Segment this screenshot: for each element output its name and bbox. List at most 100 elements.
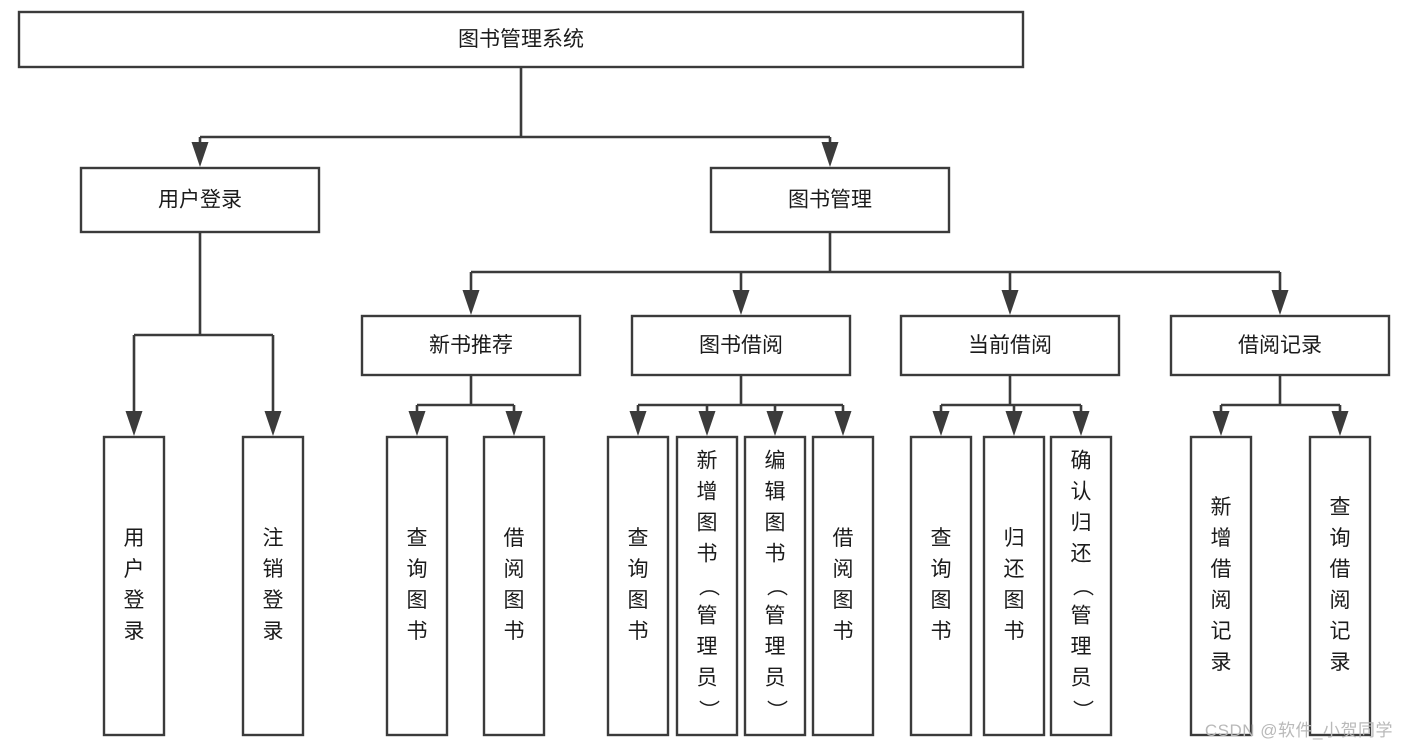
node-label-char: 员 <box>765 667 786 690</box>
node-book-management[interactable]: 图书管理 <box>709 166 951 234</box>
node-label-char: 查 <box>407 527 428 550</box>
node-label-char: ） <box>696 700 719 721</box>
node-box-leaf-add-borrow-record[interactable] <box>1189 435 1253 737</box>
node-label-char: 记 <box>1330 620 1351 643</box>
node-label-char: 书 <box>1004 620 1025 643</box>
node-box-borrow-record[interactable] <box>1169 314 1391 377</box>
watermark-label: CSDN @软件_小贺同学 <box>1204 721 1393 740</box>
edge-group-book-borrow <box>629 375 852 436</box>
node-label-char: 图 <box>833 589 854 612</box>
node-label-char: 查 <box>1330 496 1351 519</box>
node-label-char: （ <box>696 576 719 597</box>
edge-arrowhead <box>1271 290 1289 315</box>
node-box-leaf-query-book-current[interactable] <box>909 435 973 737</box>
node-box-leaf-borrow-book-rec[interactable] <box>482 435 546 737</box>
node-leaf-user-login[interactable]: 用户登录用户登录 <box>92 435 176 737</box>
edge-arrowhead <box>766 411 784 436</box>
node-label-char: 记 <box>1211 620 1232 643</box>
node-box-leaf-edit-book-admin[interactable] <box>743 435 807 737</box>
edge-group-root <box>191 67 839 167</box>
node-box-leaf-user-login[interactable] <box>102 435 166 737</box>
node-root[interactable]: 图书管理系统 <box>17 10 1025 69</box>
node-label-char: 增 <box>697 481 718 504</box>
node-box-book-borrow[interactable] <box>630 314 852 377</box>
edge-arrowhead <box>505 411 523 436</box>
node-label-char: 书 <box>931 620 952 643</box>
node-label-char: 书 <box>765 543 786 566</box>
node-current-borrow[interactable]: 当前借阅 <box>899 314 1121 377</box>
node-new-book-recommend[interactable]: 新书推荐 <box>360 314 582 377</box>
node-leaf-query-borrow-record[interactable]: 查询借阅记录查询借阅记录 <box>1277 435 1403 737</box>
node-box-leaf-confirm-return-admin[interactable] <box>1049 435 1113 737</box>
edge-group-current-borrow <box>932 375 1090 436</box>
node-label-char: 还 <box>1071 543 1092 566</box>
node-label-char: 书 <box>697 543 718 566</box>
node-label-char: 归 <box>1004 527 1025 550</box>
node-label-char: 管 <box>1071 605 1092 628</box>
node-box-leaf-query-book-rec[interactable] <box>385 435 449 737</box>
node-label-char: 阅 <box>504 558 525 581</box>
node-box-new-book-recommend[interactable] <box>360 314 582 377</box>
edge-group-user-login <box>125 232 282 436</box>
nodes-layer: 图书管理系统用户登录图书管理新书推荐图书借阅当前借阅借阅记录用户登录用户登录注销… <box>17 10 1403 737</box>
node-label-char: 理 <box>1071 636 1092 659</box>
node-box-leaf-query-borrow-record[interactable] <box>1308 435 1372 737</box>
node-box-leaf-return-book[interactable] <box>982 435 1046 737</box>
node-leaf-user-logout[interactable]: 注销登录注销登录 <box>231 435 315 737</box>
node-leaf-query-book-rec[interactable]: 查询图书查询图书 <box>375 435 459 737</box>
node-leaf-query-book-borrow[interactable]: 查询图书查询图书 <box>596 435 680 737</box>
node-label-char: 图 <box>407 589 428 612</box>
node-leaf-add-borrow-record[interactable]: 新增借阅记录新增借阅记录 <box>1158 435 1284 737</box>
node-label-char: 注 <box>263 527 284 550</box>
node-label-char: 询 <box>407 558 428 581</box>
node-leaf-return-book[interactable]: 归还图书归还图书 <box>972 435 1056 737</box>
node-box-book-management[interactable] <box>709 166 951 234</box>
edge-arrowhead <box>821 142 839 167</box>
node-label-char: （ <box>764 576 787 597</box>
node-box-user-login[interactable] <box>79 166 321 234</box>
node-box-leaf-borrow-book[interactable] <box>811 435 875 737</box>
node-label-char: 新 <box>697 450 718 473</box>
node-book-borrow[interactable]: 图书借阅 <box>630 314 852 377</box>
edge-arrowhead <box>1331 411 1349 436</box>
node-label-char: 录 <box>1211 651 1232 674</box>
node-label-char: 询 <box>931 558 952 581</box>
edge-arrowhead <box>732 290 750 315</box>
node-label-char: 录 <box>263 620 284 643</box>
edge-arrowhead <box>125 411 143 436</box>
node-label-char: 阅 <box>1330 589 1351 612</box>
node-label-char: 图 <box>628 589 649 612</box>
edge-arrowhead <box>264 411 282 436</box>
node-label-char: 书 <box>504 620 525 643</box>
edge-arrowhead <box>1005 411 1023 436</box>
node-box-current-borrow[interactable] <box>899 314 1121 377</box>
edge-arrowhead <box>408 411 426 436</box>
node-label-char: 增 <box>1211 527 1232 550</box>
node-box-leaf-add-book-admin[interactable] <box>675 435 739 737</box>
node-label-char: 编 <box>765 450 786 473</box>
node-box-root[interactable] <box>17 10 1025 69</box>
node-box-leaf-query-book-borrow[interactable] <box>606 435 670 737</box>
node-box-leaf-user-logout[interactable] <box>241 435 305 737</box>
node-label-char: 还 <box>1004 558 1025 581</box>
node-label-char: （ <box>1070 576 1093 597</box>
node-borrow-record[interactable]: 借阅记录 <box>1169 314 1391 377</box>
node-leaf-borrow-book-rec[interactable]: 借阅图书借阅图书 <box>472 435 556 737</box>
edge-arrowhead <box>462 290 480 315</box>
node-user-login[interactable]: 用户登录 <box>79 166 321 234</box>
node-label-char: 借 <box>504 527 525 550</box>
edge-group-borrow-record <box>1212 375 1349 436</box>
node-label-new-book-recommend: 新书推荐 <box>429 334 513 357</box>
node-leaf-borrow-book[interactable]: 借阅图书借阅图书 <box>801 435 885 737</box>
node-label-char: 登 <box>263 589 284 612</box>
edge-arrowhead <box>834 411 852 436</box>
edge-arrowhead <box>932 411 950 436</box>
node-label-char: 询 <box>1330 527 1351 550</box>
node-leaf-query-book-current[interactable]: 查询图书查询图书 <box>899 435 983 737</box>
edge-arrowhead <box>1212 411 1230 436</box>
